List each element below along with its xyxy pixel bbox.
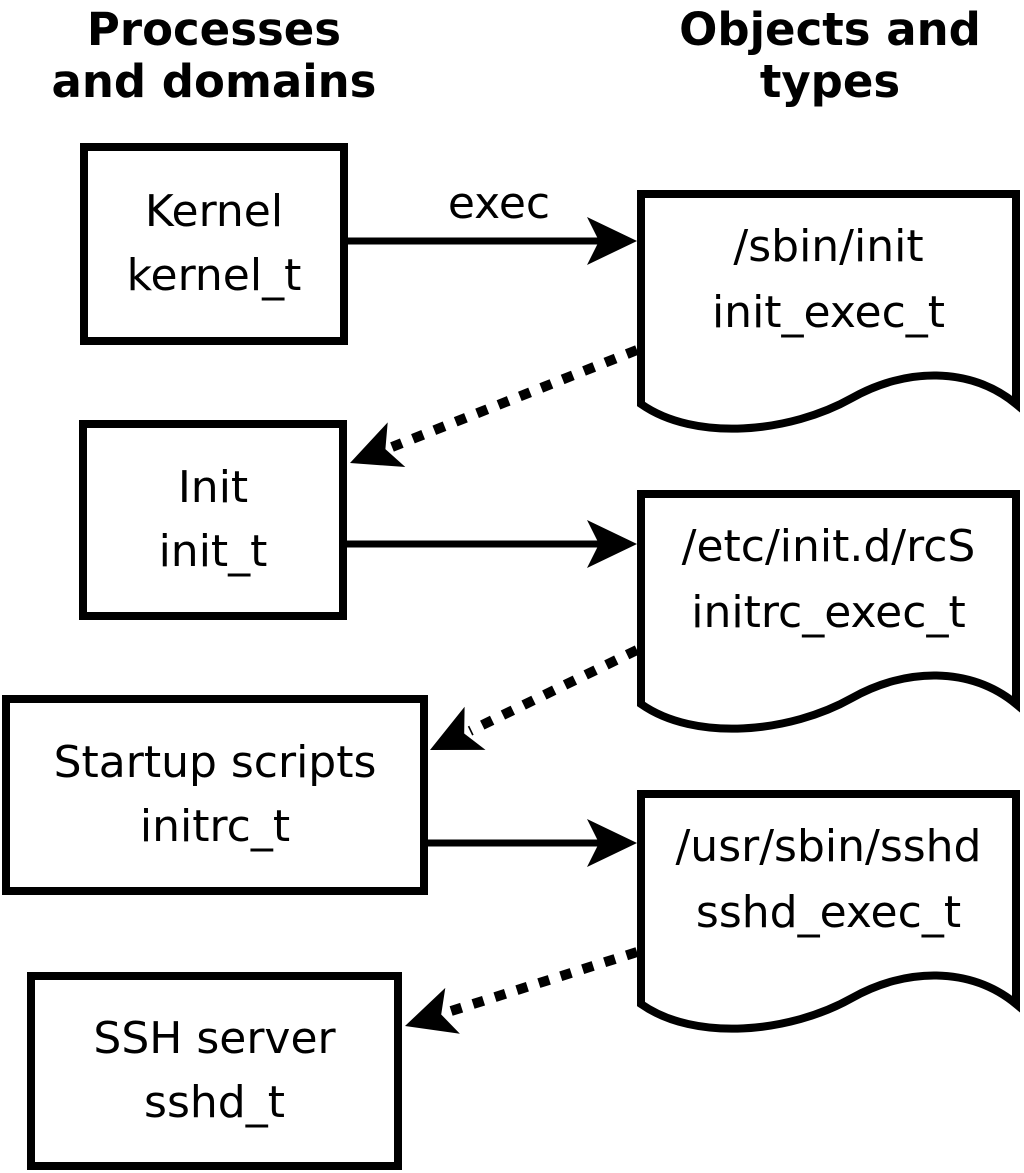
header-line: Processes <box>86 3 342 56</box>
domain-name: SSH server <box>93 1013 336 1064</box>
domain-type: init_t <box>158 526 268 577</box>
header-line: and domains <box>51 55 377 108</box>
object-path: /sbin/init <box>733 221 924 272</box>
arrowhead-icon <box>587 819 637 867</box>
exec-arrow-kernel-to-sbin-init <box>348 217 637 265</box>
domain-name: Kernel <box>144 186 284 237</box>
domain-box-kernel: Kernel kernel_t <box>80 143 348 345</box>
exec-arrow-label: exec <box>447 178 551 229</box>
object-label-usr-sbin-sshd: /usr/sbin/sshd sshd_exec_t <box>641 814 1016 946</box>
domain-box-init: Init init_t <box>79 420 347 620</box>
object-type: init_exec_t <box>711 287 946 338</box>
domain-type: initrc_t <box>139 801 291 852</box>
object-label-sbin-init: /sbin/init init_exec_t <box>641 214 1016 346</box>
header-line: types <box>759 55 901 108</box>
domain-type: sshd_t <box>144 1077 285 1128</box>
object-path: /etc/init.d/rcS <box>681 521 976 572</box>
arrowhead-icon <box>350 422 406 467</box>
object-type: initrc_exec_t <box>691 587 966 638</box>
domain-box-ssh-server: SSH server sshd_t <box>27 972 402 1170</box>
arrowhead-icon <box>587 217 637 265</box>
domain-name: Startup scripts <box>53 737 377 788</box>
domain-type: kernel_t <box>126 250 302 301</box>
column-header-objects-types: Objects and types <box>640 4 1020 108</box>
exec-arrow-init-to-rcs <box>347 520 637 568</box>
transition-arrow-sbin-init-to-init <box>350 345 639 467</box>
transition-arrow-rcs-to-initrc <box>430 645 640 750</box>
arrowhead-icon <box>405 987 460 1034</box>
transition-arrow-sshd-to-sshserver <box>405 947 639 1034</box>
document-shape-sbin-init <box>637 190 1020 433</box>
arrowhead-icon <box>430 706 486 750</box>
object-path: /usr/sbin/sshd <box>675 821 982 872</box>
column-header-processes-domains: Processes and domains <box>24 4 404 108</box>
document-shape-etc-initd-rcs <box>637 490 1020 733</box>
object-type: sshd_exec_t <box>695 887 962 938</box>
header-line: Objects and <box>679 3 981 56</box>
domain-name: Init <box>177 462 249 513</box>
exec-arrow-initrc-to-sshd <box>428 819 637 867</box>
document-shape-usr-sbin-sshd <box>637 790 1020 1033</box>
domain-box-startup-scripts: Startup scripts initrc_t <box>2 695 428 895</box>
object-label-etc-initd-rcs: /etc/init.d/rcS initrc_exec_t <box>641 514 1016 646</box>
arrowhead-icon <box>587 520 637 568</box>
